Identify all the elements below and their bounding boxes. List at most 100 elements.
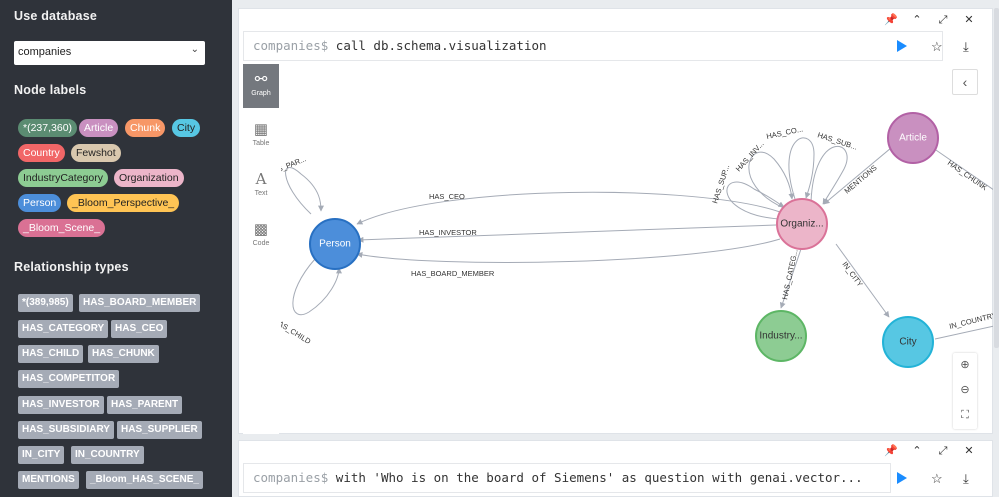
tab-code[interactable]: ▩ Code xyxy=(243,214,279,258)
graph-nodes: PersonOrganiz...ArticleChunkIndustry...C… xyxy=(309,112,939,368)
edge-loop-investor[interactable] xyxy=(748,151,795,209)
relationship-type-pill[interactable]: HAS_SUBSIDIARY xyxy=(18,421,114,439)
edge-has-investor[interactable] xyxy=(357,224,777,243)
node-label-pill[interactable]: _Bloom_Scene_ xyxy=(18,219,106,237)
edge-label: HAS_INV... xyxy=(734,139,766,173)
collapse-up-icon[interactable]: ⌃ xyxy=(912,445,922,457)
panel-divider[interactable] xyxy=(232,0,238,497)
graph-node-label: Organiz... xyxy=(780,219,823,230)
relationship-type-pill[interactable]: HAS_CHUNK xyxy=(88,345,159,363)
query-text: with 'Who is on the board of Siemens' as… xyxy=(335,470,863,485)
fullscreen-icon[interactable]: ⤢ xyxy=(938,14,948,26)
tab-graph[interactable]: ⚯ Graph xyxy=(243,64,279,108)
database-select[interactable]: companies ⌄ xyxy=(14,41,205,65)
fit-to-screen-icon[interactable]: ⛶ xyxy=(961,409,969,421)
edge-label: HAS_SUP... xyxy=(710,163,731,204)
relationship-type-pill[interactable]: HAS_COMPETITOR xyxy=(18,370,120,388)
favorite-star-icon[interactable]: ☆ xyxy=(931,39,943,54)
node-label-pill[interactable]: Organization xyxy=(114,169,184,187)
edge-has-parent[interactable] xyxy=(285,167,324,215)
node-label-pill[interactable]: Country xyxy=(18,144,65,162)
edge-has-board-member[interactable] xyxy=(356,238,781,263)
fullscreen-icon[interactable]: ⤢ xyxy=(938,445,948,457)
frame-toolbar: 📌 ⌃ ⤢ ✕ xyxy=(878,13,982,27)
code-icon: ▩ xyxy=(253,221,269,238)
relationship-type-pill[interactable]: HAS_CHILD xyxy=(18,345,84,363)
pin-icon[interactable]: 📌 xyxy=(884,14,898,26)
run-query-button[interactable] xyxy=(897,472,907,484)
collapse-panel-button[interactable]: ‹ xyxy=(952,69,978,95)
relationship-type-pill[interactable]: _Bloom_HAS_SCENE_ xyxy=(86,471,203,489)
result-frame-query: 📌 ⌃ ⤢ ✕ companies$ with 'Who is on the boar… xyxy=(238,440,993,497)
relationship-type-pill[interactable]: IN_CITY xyxy=(18,446,65,464)
graph-node-label: Industry... xyxy=(759,331,802,342)
edge-loop-supplier[interactable] xyxy=(726,181,785,220)
graph-node-label: Article xyxy=(899,133,927,144)
run-query-button[interactable] xyxy=(897,40,907,52)
relationship-type-pill[interactable]: IN_COUNTRY xyxy=(71,446,144,464)
node-label-pill[interactable]: Fewshot xyxy=(71,144,121,162)
tab-text[interactable]: A Text xyxy=(243,164,279,208)
relationship-type-pill[interactable]: *(389,985) xyxy=(18,294,73,312)
table-icon: ▦ xyxy=(253,121,269,138)
edge-label: IN_CITY xyxy=(840,260,864,289)
graph-node[interactable] xyxy=(887,112,939,164)
relationship-type-pill[interactable]: HAS_INVESTOR xyxy=(18,396,104,414)
download-icon[interactable]: ⤓ xyxy=(963,471,969,486)
edge-label: HAS_CHILD xyxy=(281,316,313,346)
tab-table[interactable]: ▦ Table xyxy=(243,114,279,158)
query-editor[interactable]: companies$ with 'Who is on the board of … xyxy=(243,463,891,493)
node-label-pill[interactable]: Article xyxy=(79,119,119,137)
node-label-pill[interactable]: Chunk xyxy=(125,119,166,137)
view-tabs: ⚯ Graph ▦ Table A Text ▩ Code xyxy=(243,64,279,434)
relationship-type-pill[interactable]: HAS_CEO xyxy=(111,320,168,338)
edge-in-country[interactable] xyxy=(934,321,993,340)
graph-node[interactable] xyxy=(755,310,807,362)
download-icon[interactable]: ⤓ xyxy=(963,39,969,54)
query-text: call db.schema.visualization xyxy=(335,38,547,53)
relationship-type-pill[interactable]: MENTIONS xyxy=(18,471,79,489)
edge-has-child[interactable] xyxy=(292,258,342,316)
edge-label: HAS_SUB... xyxy=(816,130,858,151)
relationship-type-pill[interactable]: HAS_CATEGORY xyxy=(18,320,109,338)
page-scrollbar[interactable] xyxy=(994,8,999,348)
edge-has-category[interactable] xyxy=(779,245,803,309)
node-labels-heading: Node labels xyxy=(14,83,87,97)
node-label-pill[interactable]: *(237,360) xyxy=(18,119,78,137)
zoom-out-icon[interactable]: ⊖ xyxy=(960,384,970,396)
database-select-value: companies xyxy=(18,46,72,58)
graph-node-label: Person xyxy=(319,239,351,250)
node-label-pill[interactable]: Person xyxy=(18,194,62,212)
use-database-heading: Use database xyxy=(14,9,97,23)
edge-label: HAS_CO... xyxy=(766,124,804,141)
relationship-type-pill[interactable]: HAS_SUPPLIER xyxy=(117,421,202,439)
schema-graph[interactable]: HAS_PAR... HAS_CHILD HAS_CEO HAS_INVESTO… xyxy=(281,64,993,434)
graph-node[interactable] xyxy=(776,198,828,250)
node-label-pill[interactable]: IndustryCategory xyxy=(18,169,108,187)
node-label-pill[interactable]: City xyxy=(172,119,201,137)
node-label-pill[interactable]: _Bloom_Perspective_ xyxy=(67,194,180,212)
edge-has-ceo[interactable] xyxy=(356,191,781,225)
graph-node[interactable] xyxy=(309,218,361,270)
edge-in-city[interactable] xyxy=(835,243,890,318)
edge-label: HAS_PAR... xyxy=(281,154,308,178)
zoom-in-icon[interactable]: ⊕ xyxy=(960,359,970,371)
edge-label: HAS_CATEG... xyxy=(780,249,799,301)
pin-icon[interactable]: 📌 xyxy=(884,445,898,457)
edge-mentions[interactable] xyxy=(823,147,892,205)
graph-node[interactable] xyxy=(882,316,934,368)
edge-loop-subsidiary[interactable] xyxy=(810,145,848,205)
query-editor[interactable]: companies$ call db.schema.visualization xyxy=(243,31,943,61)
favorite-star-icon[interactable]: ☆ xyxy=(931,471,943,486)
close-icon[interactable]: ✕ xyxy=(964,445,974,457)
edge-label: HAS_CHUNK xyxy=(946,158,989,192)
relationship-type-pill[interactable]: HAS_PARENT xyxy=(107,396,183,414)
edge-loop-competitor[interactable] xyxy=(788,137,815,200)
frame-toolbar: 📌 ⌃ ⤢ ✕ xyxy=(878,444,982,458)
chevron-down-icon: ⌄ xyxy=(190,44,199,55)
close-icon[interactable]: ✕ xyxy=(964,14,974,26)
relationship-type-pill[interactable]: HAS_BOARD_MEMBER xyxy=(79,294,201,312)
edge-has-chunk[interactable] xyxy=(932,147,993,197)
tab-graph-label: Graph xyxy=(251,90,271,97)
collapse-up-icon[interactable]: ⌃ xyxy=(912,14,922,26)
